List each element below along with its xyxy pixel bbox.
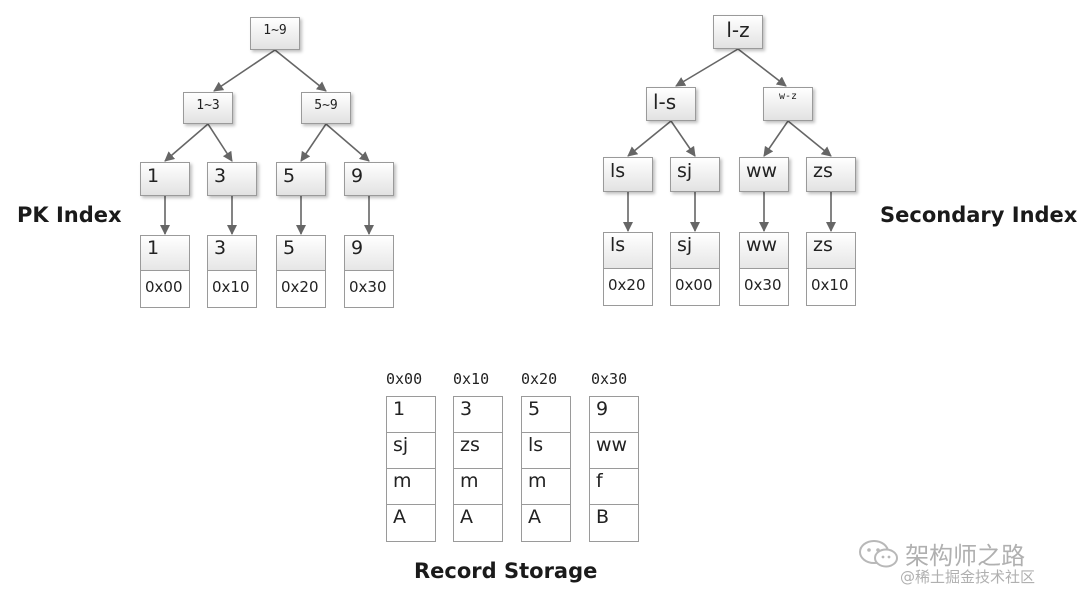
secondary-leaf-key: ls	[603, 232, 653, 269]
secondary-level2-node: sj	[670, 157, 720, 192]
secondary-level1-node: l-s	[646, 87, 696, 121]
pk-level1-node: 1~3	[183, 92, 233, 124]
pk-leaf-key: 9	[344, 235, 394, 271]
pk-level2-node: 9	[344, 162, 394, 196]
pk-level1-label: 5~9	[314, 98, 338, 113]
tree-arrow	[737, 48, 787, 87]
pk-leaf-key: 1	[140, 235, 190, 271]
record-field: m	[386, 468, 436, 505]
record-field: B	[589, 504, 639, 542]
secondary-level1-node: w-z	[763, 87, 813, 121]
secondary-level2-label: sj	[677, 160, 693, 182]
wechat-icon	[859, 539, 898, 567]
pk-level2-node: 1	[140, 162, 190, 196]
record-address: 0x00	[386, 370, 423, 388]
tree-arrow	[325, 123, 370, 162]
pk-level2-node: 5	[276, 162, 326, 196]
watermark-title: 架构师之路	[905, 542, 1026, 570]
tree-arrow	[787, 120, 832, 157]
secondary-leaf-addr: 0x20	[603, 268, 653, 306]
pk-leaf-key: 3	[207, 235, 257, 271]
pk-leaf-addr: 0x00	[140, 270, 190, 308]
tree-arrow	[670, 120, 696, 157]
record-field: ww	[589, 432, 639, 469]
pk-level2-label: 9	[351, 165, 364, 187]
pk-level1-node: 5~9	[301, 92, 351, 124]
record-storage-label: Record Storage	[414, 559, 598, 583]
pk-leaf-addr: 0x20	[276, 270, 326, 308]
secondary-leaf-key: ww	[739, 232, 789, 269]
tree-arrow	[763, 120, 789, 157]
tree-arrow	[274, 49, 327, 92]
pk-level2-label: 5	[283, 165, 296, 187]
tree-arrow	[207, 123, 233, 162]
record-field: m	[521, 468, 571, 505]
secondary-level2-node: ww	[739, 157, 789, 192]
secondary-root-node: l-z	[713, 15, 763, 49]
secondary-index-label: Secondary Index	[880, 203, 1078, 227]
record-field: 5	[521, 396, 571, 433]
tree-arrow	[213, 49, 276, 92]
secondary-level2-node: ls	[603, 157, 653, 192]
pk-level2-label: 1	[147, 165, 160, 187]
pk-leaf-addr: 0x30	[344, 270, 394, 308]
secondary-level2-label: zs	[813, 160, 833, 182]
record-address: 0x30	[591, 370, 628, 388]
tree-arrow	[164, 123, 209, 162]
record-field: ls	[521, 432, 571, 469]
record-field: 3	[453, 396, 503, 433]
tree-arrow	[627, 120, 672, 157]
secondary-leaf-addr: 0x30	[739, 268, 789, 306]
pk-root-label: 1~9	[263, 23, 287, 38]
watermark: 架构师之路	[858, 536, 1025, 571]
record-field: A	[521, 504, 571, 542]
secondary-leaf-key: zs	[806, 232, 856, 269]
watermark-subtitle: @稀土掘金技术社区	[900, 568, 1036, 586]
tree-arrow	[300, 123, 327, 162]
pk-root-node: 1~9	[250, 17, 300, 50]
pk-level1-label: 1~3	[196, 98, 220, 113]
pk-leaf-addr: 0x10	[207, 270, 257, 308]
secondary-level1-label: l-s	[653, 90, 677, 114]
record-field: 1	[386, 396, 436, 433]
secondary-level2-label: ls	[610, 160, 626, 182]
record-field: f	[589, 468, 639, 505]
secondary-root-label: l-z	[726, 18, 750, 42]
secondary-leaf-addr: 0x00	[670, 268, 720, 306]
record-field: m	[453, 468, 503, 505]
record-field: 9	[589, 396, 639, 433]
tree-arrow	[675, 48, 739, 87]
record-field: A	[386, 504, 436, 542]
secondary-level1-label: w-z	[778, 91, 798, 102]
record-field: sj	[386, 432, 436, 469]
pk-index-label: PK Index	[17, 203, 122, 227]
record-address: 0x10	[453, 370, 490, 388]
record-field: A	[453, 504, 503, 542]
secondary-leaf-addr: 0x10	[806, 268, 856, 306]
record-field: zs	[453, 432, 503, 469]
pk-level2-label: 3	[214, 165, 227, 187]
pk-leaf-key: 5	[276, 235, 326, 271]
secondary-leaf-key: sj	[670, 232, 720, 269]
secondary-level2-label: ww	[746, 160, 778, 182]
pk-level2-node: 3	[207, 162, 257, 196]
secondary-level2-node: zs	[806, 157, 856, 192]
record-address: 0x20	[521, 370, 558, 388]
